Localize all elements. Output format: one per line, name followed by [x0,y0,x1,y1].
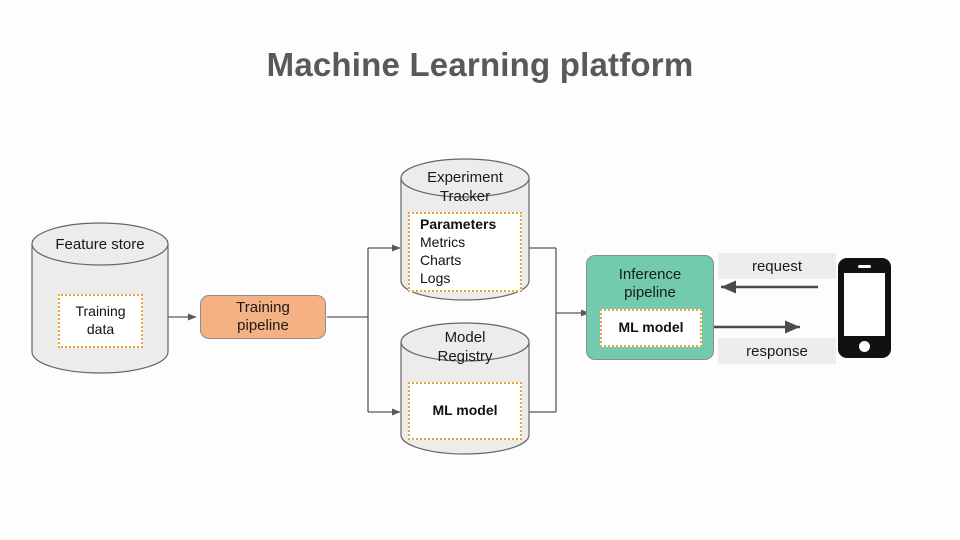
inference-pipeline-line-1: Inference [618,266,682,283]
training-data-line-1: Training [75,303,126,320]
page-title: Machine Learning platform [266,46,694,83]
node-experiment-tracker[interactable]: Experiment Tracker Parameters Metrics Ch… [400,158,530,302]
node-model-registry[interactable]: Model Registry ML model [400,322,530,456]
connector-training-to-stores [327,244,401,416]
inference-pipeline-model-name: ML model [618,319,684,336]
phone-screen [844,273,885,336]
model-registry-inner-box: ML model [408,382,522,440]
experiment-tracker-label-line-2: Tracker [439,188,491,205]
tracker-item-parameters: Parameters [420,216,497,233]
inference-pipeline-line-2: pipeline [624,284,676,301]
phone-speaker-icon [858,265,871,268]
feature-store-label: Feature store [55,236,145,253]
client-device-smartphone[interactable] [838,258,891,358]
phone-home-button-icon [859,341,870,352]
tracker-item-charts: Charts [420,252,462,268]
node-inference-pipeline[interactable]: Inference pipeline ML model [586,255,714,360]
tracker-item-logs: Logs [420,269,451,286]
feature-store-inner-box: Training data [58,294,143,348]
model-registry-label-line-1: Model [444,329,486,346]
connector-stores-to-inference [528,247,590,413]
node-training-pipeline[interactable]: Training pipeline [200,295,326,339]
node-feature-store[interactable]: Feature store Training data [31,222,169,374]
model-registry-model-name: ML model [432,402,498,419]
model-registry-label-line-2: Registry [437,348,493,365]
tracker-item-metrics: Metrics [420,234,466,251]
training-data-line-2: data [86,321,115,337]
experiment-tracker-inner-box: Parameters Metrics Charts Logs [408,212,522,292]
response-label: response [718,338,836,364]
inference-pipeline-inner-box: ML model [600,309,702,347]
experiment-tracker-label-line-1: Experiment [427,169,503,186]
request-label: request [718,253,836,279]
training-pipeline-line-1: Training [236,299,290,316]
training-pipeline-line-2: pipeline [237,317,289,334]
